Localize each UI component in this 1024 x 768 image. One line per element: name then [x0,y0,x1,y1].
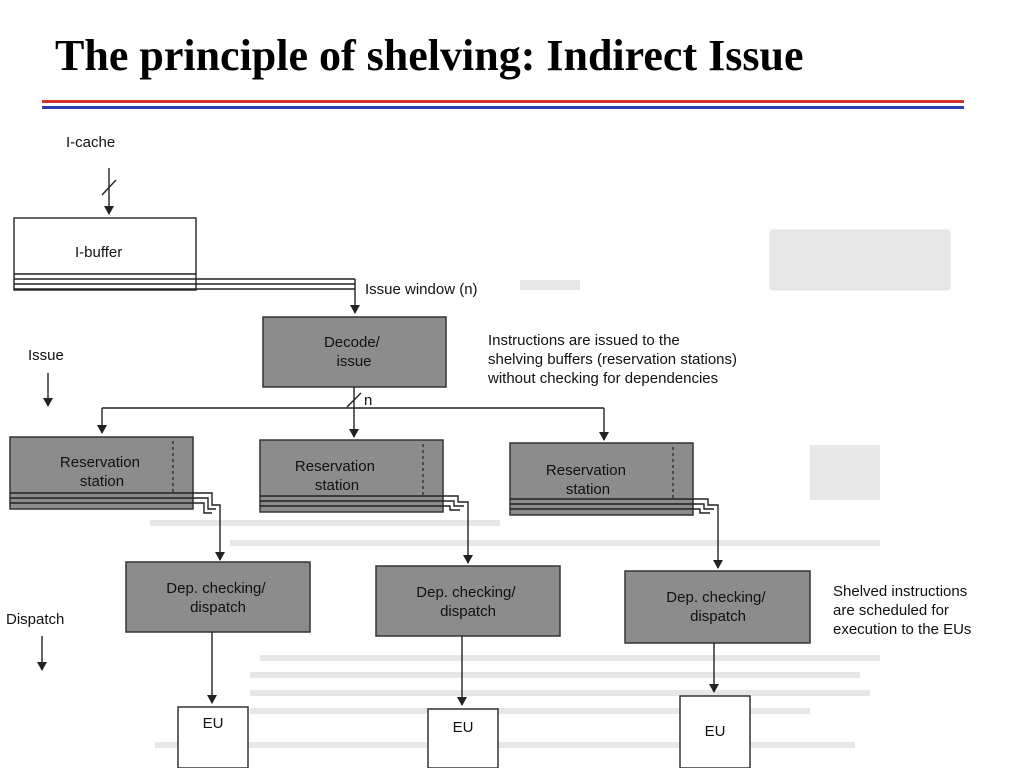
dispatch-unit-3 [624,570,811,644]
dispatch-side-label: Dispatch [6,611,64,628]
reservation-station-2 [259,439,444,513]
dispatch-unit-1 [125,561,311,633]
background-scan-residue [150,229,951,748]
reservation-station-3 [509,442,694,516]
decode-issue-box [262,316,447,388]
execution-unit-2 [427,708,499,768]
ibuffer-box [13,217,355,291]
icache-label: I-cache [66,134,115,151]
reservation-station-2-label: Reservation station [295,458,379,494]
slide-title: The principle of shelving: Indirect Issu… [55,31,804,80]
n-label: n [364,392,372,409]
execution-unit-1-label: EU [203,715,224,732]
ibuffer-label: I-buffer [75,244,122,261]
dispatch-note: Shelved instructions are scheduled for e… [833,583,971,638]
reservation-station-3-label: Reservation station [546,462,630,498]
reservation-station-1 [9,436,194,510]
dispatch-unit-3-label: Dep. checking/ dispatch [666,589,769,625]
issue-side-label: Issue [28,347,64,364]
decode-to-rs-connector [97,387,609,441]
execution-unit-1 [177,706,249,768]
icache-slash [101,179,117,196]
dispatch-unit-2 [375,565,561,637]
issue-note: Instructions are issued to the shelving … [487,332,741,387]
decode-issue-label: Decode/ issue [324,334,384,370]
dispatch-unit-2-label: Dep. checking/ dispatch [416,584,519,620]
reservation-station-1-label: Reservation station [60,454,144,490]
issue-window-label: Issue window (n) [365,281,478,298]
execution-unit-3-label: EU [705,723,726,740]
execution-unit-2-label: EU [453,719,474,736]
execution-unit-3 [679,695,751,768]
title-underline-red [42,100,964,103]
title-underline-blue [42,106,964,109]
rs-to-dispatch-connectors [193,492,723,569]
dispatch-unit-1-label: Dep. checking/ dispatch [166,580,269,616]
